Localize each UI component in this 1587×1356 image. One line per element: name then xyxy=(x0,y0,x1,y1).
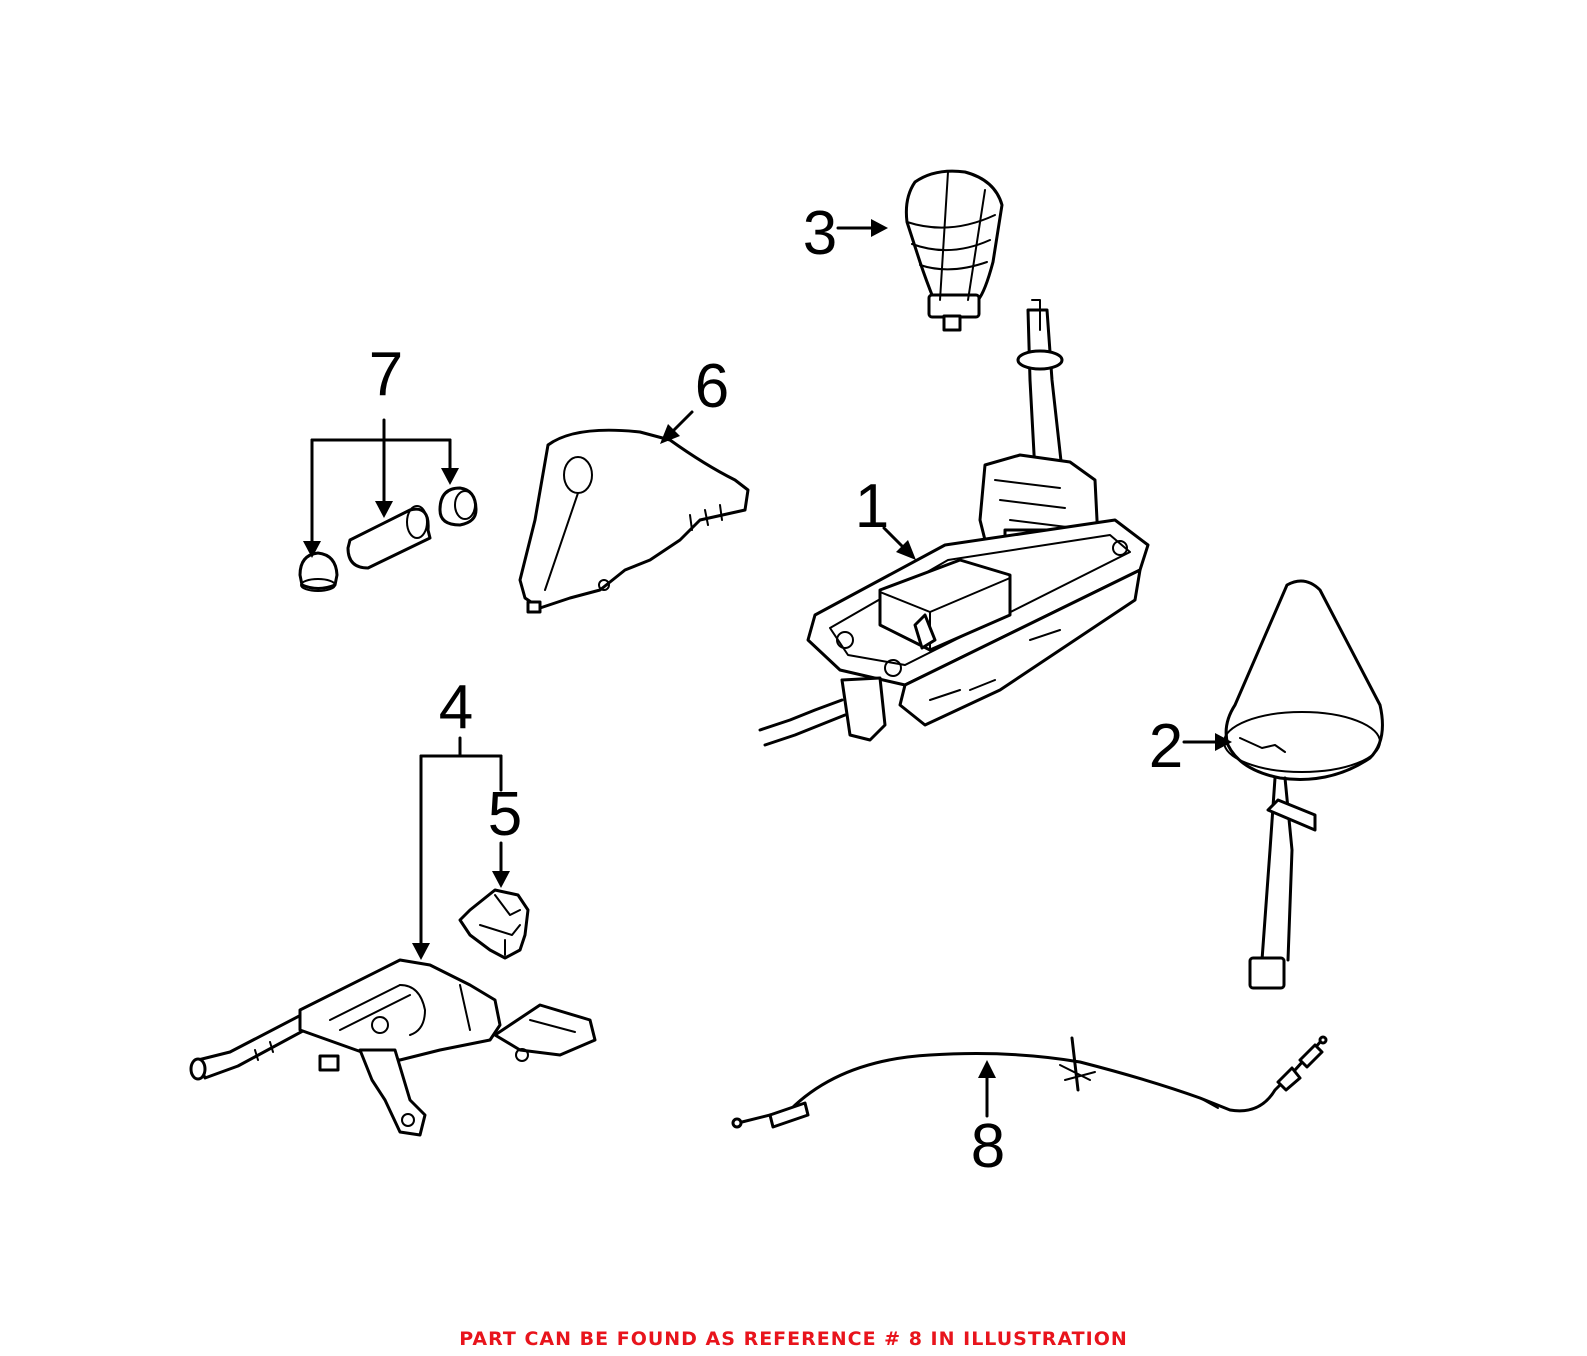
callout-2: 2 xyxy=(1149,712,1183,781)
parking-brake-lever-part-4 xyxy=(189,958,597,1137)
arrowhead-7a xyxy=(303,541,321,558)
arrowhead-5 xyxy=(492,871,510,888)
callout-7: 7 xyxy=(369,340,403,409)
arrowhead-6 xyxy=(660,424,680,444)
arrowhead-7b xyxy=(375,501,393,518)
switch-part-5 xyxy=(458,888,530,960)
shift-knob-part-3 xyxy=(904,169,1004,332)
arrowhead-2 xyxy=(1215,733,1232,751)
shifter-assembly-part-1 xyxy=(758,299,1150,747)
cable-part-8 xyxy=(731,1035,1328,1129)
arrowhead-1 xyxy=(896,540,916,560)
reference-note: PART CAN BE FOUND AS REFERENCE # 8 IN IL… xyxy=(459,1328,1128,1350)
callout-3: 3 xyxy=(803,199,837,268)
arrowhead-4 xyxy=(412,943,430,960)
callout-leaders xyxy=(303,219,1232,1118)
callout-4: 4 xyxy=(439,673,473,742)
callout-1: 1 xyxy=(855,472,889,541)
callout-5: 5 xyxy=(488,780,522,849)
arrowhead-8 xyxy=(978,1060,996,1078)
trim-panel-part-6 xyxy=(518,428,750,614)
pins-caps-part-7 xyxy=(298,486,478,592)
callout-8: 8 xyxy=(971,1112,1005,1181)
callout-6: 6 xyxy=(695,352,729,421)
arrowhead-3 xyxy=(871,219,888,237)
shift-boot-part-2 xyxy=(1223,579,1384,990)
arrowhead-7c xyxy=(441,468,459,485)
